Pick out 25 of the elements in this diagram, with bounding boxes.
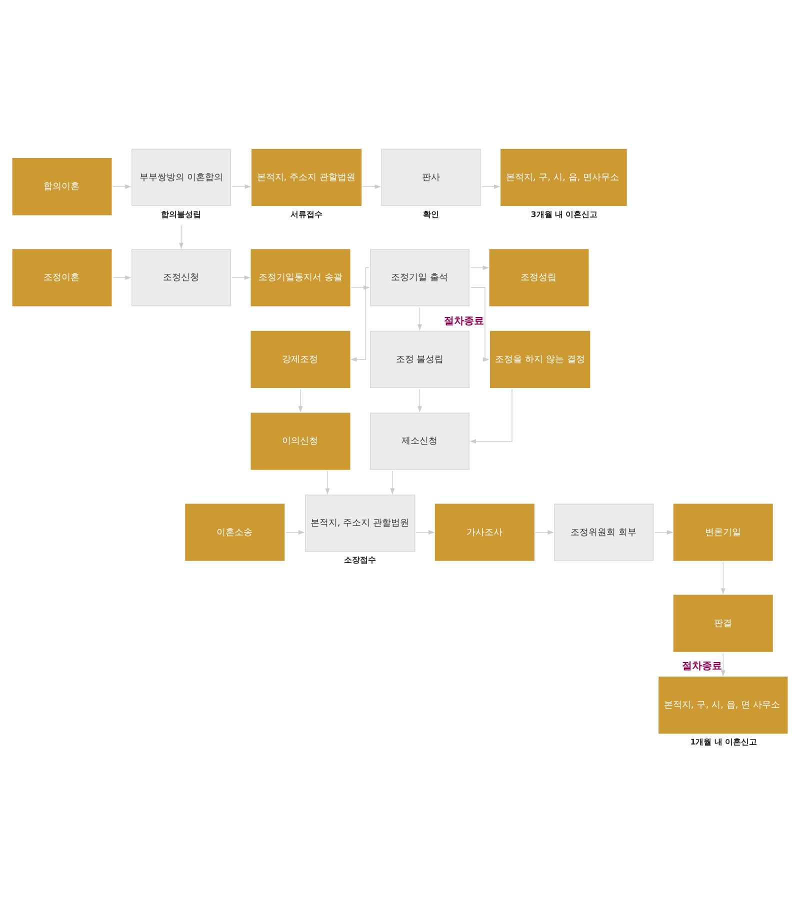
arrow [286, 530, 305, 534]
edge-label: 절차종료 [682, 660, 722, 672]
arrow [720, 652, 726, 676]
arrow [720, 561, 726, 594]
arrow [112, 184, 132, 188]
arrow [362, 184, 382, 188]
edge-label: 절차종료 [444, 315, 484, 326]
arrow [470, 265, 490, 270]
arrow [654, 530, 674, 534]
arrow [325, 470, 330, 494]
arrow [350, 266, 370, 362]
arrow [418, 388, 422, 412]
arrow [112, 274, 132, 280]
arrow [232, 274, 251, 280]
arrow [390, 470, 395, 494]
arrow [416, 530, 435, 534]
arrow [535, 530, 554, 534]
arrow [470, 388, 512, 444]
arrow [418, 306, 422, 330]
arrow [179, 224, 184, 249]
arrow [351, 284, 370, 290]
arrow [298, 388, 303, 412]
arrow [470, 286, 490, 362]
arrow [232, 184, 252, 188]
arrow [482, 184, 500, 188]
